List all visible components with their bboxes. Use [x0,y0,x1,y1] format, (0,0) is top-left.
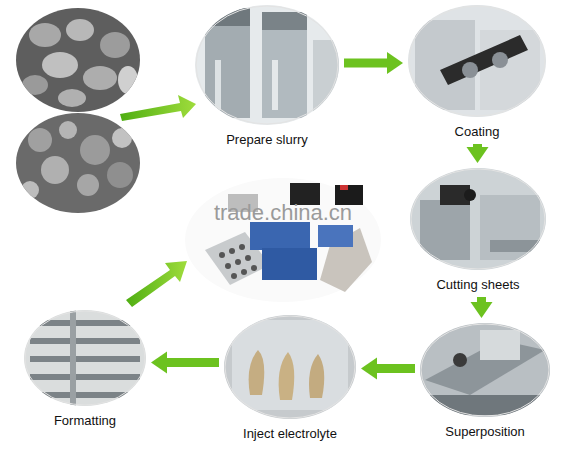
process-step: Superposition [420,323,550,439]
step-label-row: Superposition [420,424,550,439]
step-ellipse [408,5,546,117]
arrow-head [151,352,167,374]
arrow-head [467,147,489,163]
flow-arrow [344,52,403,74]
step-label-row: Inject electrolyte [224,426,356,441]
step-label-row: Cutting sheets [410,277,546,292]
watermark: trade.china.cn [214,200,352,226]
step-label-row: Formatting [24,413,146,428]
step-ellipse [24,310,146,406]
formation-rack-photo [20,305,150,410]
stacker-photo [415,320,555,420]
process-step: Formatting [24,310,146,428]
arrow-head [361,358,377,380]
powder-micrograph [10,5,150,115]
step-label: Coating [455,124,500,139]
step-label: Inject electrolyte [243,426,337,441]
cutter-photo [405,165,555,275]
step-ellipse [195,5,339,125]
process-step: Coating [408,5,546,139]
step-label: Formatting [54,413,116,428]
step-ellipse [410,168,546,270]
step-label-row: Prepare slurry [195,132,339,147]
step-outline [409,6,545,116]
step-label-row: Coating [408,124,546,139]
step-label: Superposition [445,424,525,439]
process-step: Cutting sheets [410,168,546,292]
coater-photo [405,0,550,120]
flow-arrow [471,297,493,318]
step-ellipse [420,323,550,417]
arrow-shaft [344,59,388,68]
step-label: Prepare slurry [226,132,308,147]
step-ellipse [224,315,356,419]
flow-arrow [126,261,187,307]
flow-arrow [151,352,219,374]
flow-arrow [361,358,415,380]
process-step: Prepare slurry [195,5,339,147]
flow-arrow [120,95,196,121]
glovebox-photo [220,310,360,425]
step-outline [411,169,545,269]
arrow-shaft [166,358,219,367]
powder-micrograph [10,110,150,215]
step-outline [225,316,355,418]
arrow-shaft [376,364,415,373]
step-outline [25,311,145,405]
step-outline [421,324,549,416]
step-label: Cutting sheets [436,277,519,292]
flow-arrow [467,144,489,163]
arrow-head [471,302,493,318]
mixer-photo [190,0,350,130]
step-outline [196,6,338,124]
process-step: Inject electrolyte [224,315,356,441]
arrow-head [387,52,403,74]
battery-products [185,178,381,302]
